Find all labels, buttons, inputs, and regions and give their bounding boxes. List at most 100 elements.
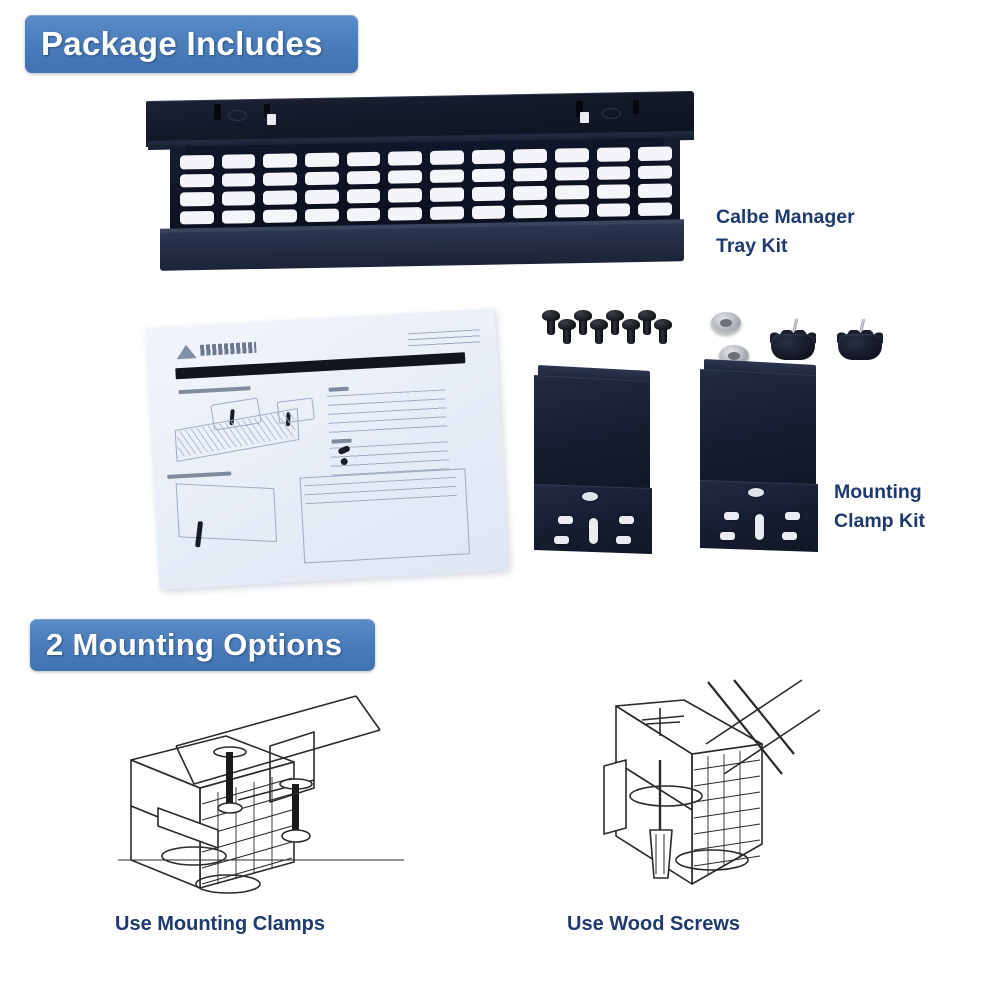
tray-slot bbox=[388, 169, 422, 184]
hardware-screw bbox=[574, 310, 592, 336]
tray-slot bbox=[638, 183, 672, 198]
tray-slot bbox=[596, 202, 631, 217]
tray-slot bbox=[305, 152, 339, 167]
callout-clamp-line1: Mounting bbox=[834, 481, 922, 503]
tray-slot bbox=[430, 187, 464, 202]
manual-section2-diagram bbox=[175, 483, 278, 543]
tray-tab-left-cutout bbox=[267, 114, 276, 125]
mounting-bracket-right bbox=[700, 359, 820, 558]
bracket-right-center-hole bbox=[748, 488, 764, 497]
tray-slot bbox=[180, 173, 214, 188]
tray-slot bbox=[221, 191, 256, 206]
instruction-manual-sheet bbox=[144, 308, 510, 590]
callout-mounting-clamp-kit: Mounting Clamp Kit bbox=[834, 478, 925, 536]
tray-slot bbox=[263, 171, 297, 186]
illustration-mounting-clamps bbox=[118, 688, 408, 898]
tray-slot bbox=[221, 209, 256, 224]
bracket-left-hole-br bbox=[616, 536, 631, 544]
tray-slot bbox=[305, 189, 339, 204]
illustration-wood-screws bbox=[588, 678, 828, 896]
screw-shaft bbox=[595, 328, 603, 344]
screw-shaft bbox=[611, 319, 619, 335]
tray-tab-left-b bbox=[264, 104, 270, 117]
tray-slot bbox=[346, 207, 381, 222]
bracket-right-hole-bl bbox=[720, 532, 735, 540]
knob-body-right bbox=[838, 334, 882, 360]
tray-slot bbox=[346, 151, 381, 166]
tray-slot bbox=[513, 148, 547, 163]
mounting-bracket-left bbox=[534, 365, 654, 558]
bracket-right-hole-tl bbox=[724, 512, 739, 520]
tray-tab-right-a bbox=[576, 101, 583, 117]
screw-head bbox=[654, 319, 672, 330]
screw-shaft bbox=[643, 319, 651, 335]
cable-manager-tray-image bbox=[146, 90, 704, 284]
screw-shaft bbox=[659, 328, 667, 344]
bracket-left-vertical-face bbox=[534, 374, 650, 496]
tray-slot bbox=[555, 185, 589, 200]
tray-slot bbox=[430, 150, 464, 165]
tray-slot bbox=[471, 149, 506, 164]
tray-slot bbox=[388, 188, 422, 203]
tray-slot bbox=[513, 185, 547, 200]
screw-shaft bbox=[627, 328, 635, 344]
callout-tray-line1: Calbe Manager bbox=[716, 206, 855, 228]
bracket-right-hole-br bbox=[782, 532, 797, 540]
hardware-screw-set bbox=[542, 310, 682, 350]
tray-perforated-body bbox=[170, 137, 680, 233]
hardware-screw bbox=[622, 319, 640, 345]
tray-slot bbox=[388, 151, 422, 166]
bracket-right-hole-tr bbox=[785, 512, 800, 520]
manual-logo-triangle-icon bbox=[175, 344, 197, 360]
tray-slot bbox=[346, 170, 381, 185]
tray-tab-right-cutout bbox=[580, 112, 589, 123]
screw-head bbox=[590, 319, 608, 330]
tray-slot bbox=[180, 210, 214, 225]
manual-section2-box bbox=[299, 468, 471, 564]
screw-head bbox=[638, 310, 656, 321]
tray-slot bbox=[305, 171, 339, 186]
tray-slot bbox=[513, 167, 547, 182]
bracket-left-center-slot bbox=[589, 518, 598, 544]
bracket-right-center-slot bbox=[755, 514, 764, 540]
banner-mounting-label: 2 Mounting Options bbox=[46, 627, 343, 662]
hardware-screw bbox=[638, 310, 656, 336]
tray-slot bbox=[180, 154, 214, 169]
tray-slot bbox=[596, 165, 631, 180]
tray-slot bbox=[555, 166, 589, 181]
hardware-screw bbox=[606, 310, 624, 336]
bracket-left-center-hole bbox=[582, 492, 598, 501]
tray-slot-grid bbox=[180, 146, 672, 225]
callout-cable-manager-tray-kit: Calbe Manager Tray Kit bbox=[716, 203, 855, 261]
banner-package-label: Package Includes bbox=[41, 25, 323, 62]
caption-use-wood-screws: Use Wood Screws bbox=[567, 913, 741, 935]
screw-shaft bbox=[547, 319, 555, 335]
screw-head bbox=[622, 319, 640, 330]
screw-head bbox=[574, 310, 592, 321]
tray-screw-mark-right bbox=[602, 108, 621, 119]
tray-slot bbox=[221, 154, 256, 169]
bracket-left-hole-bl bbox=[554, 536, 569, 544]
tray-slot bbox=[430, 168, 464, 183]
hardware-washer-top bbox=[711, 312, 741, 334]
screw-head bbox=[558, 319, 576, 330]
hardware-screw bbox=[558, 319, 576, 345]
tray-slot bbox=[471, 168, 506, 183]
tray-slot bbox=[346, 188, 381, 203]
hardware-knob-right bbox=[837, 318, 883, 360]
knob-body-left bbox=[771, 334, 815, 360]
banner-package-includes: Package Includes bbox=[25, 15, 358, 73]
tray-slot bbox=[471, 186, 506, 201]
hardware-screw bbox=[654, 319, 672, 345]
bracket-left-hole-tl bbox=[558, 516, 573, 524]
tray-slot bbox=[180, 191, 214, 206]
screw-shaft bbox=[563, 328, 571, 344]
callout-clamp-line2: Clamp Kit bbox=[834, 510, 926, 532]
tray-slot bbox=[513, 204, 547, 219]
tray-slot bbox=[263, 208, 297, 223]
banner-mounting-options: 2 Mounting Options bbox=[30, 619, 375, 671]
manual-table1-rows bbox=[327, 389, 447, 434]
caption-use-mounting-clamps: Use Mounting Clamps bbox=[115, 913, 326, 935]
tray-slot bbox=[263, 190, 297, 205]
screw-shaft bbox=[579, 319, 587, 335]
